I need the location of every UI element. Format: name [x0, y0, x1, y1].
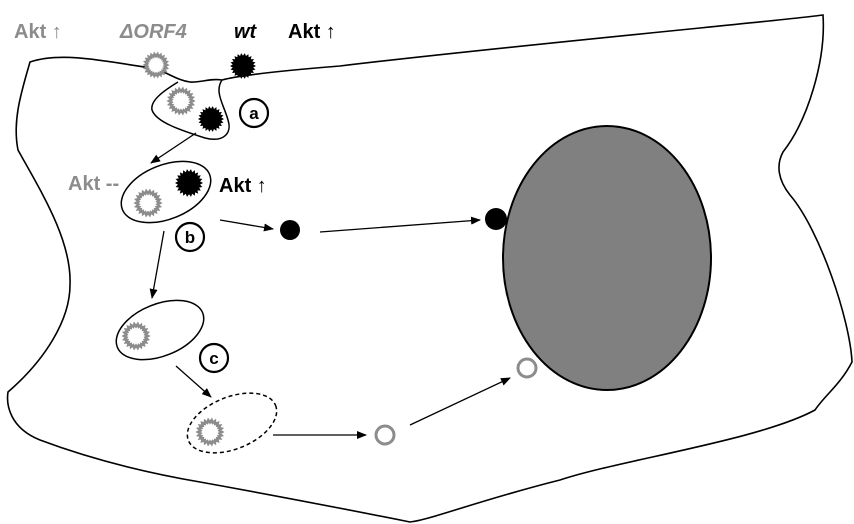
label-delta-orf4: ΔORF4	[119, 21, 187, 43]
arrow-cup-to-vacuole	[150, 132, 197, 164]
mutant-bacterium-dashed	[195, 417, 225, 447]
label-akt-up-black-mid: Akt ↑	[219, 175, 267, 197]
arrow-vacuole-to-particle	[219, 219, 274, 232]
wildtype-bacterium-vacuole-b	[175, 169, 203, 197]
wildtype-bacterium-shape	[175, 169, 203, 197]
phagocytic-cup	[151, 79, 230, 140]
step-b-marker: b	[174, 221, 206, 253]
arrow-vacuole-b-to-c	[149, 230, 165, 299]
svg-text:b: b	[185, 228, 195, 247]
degraded-vacuole	[186, 392, 278, 454]
wildtype-bacterium-shape	[230, 53, 256, 79]
label-akt-up-black-top: Akt ↑	[288, 21, 336, 43]
nucleus	[502, 125, 712, 391]
wildtype-particle-nucleus	[485, 208, 507, 230]
step-a-marker: a	[238, 97, 270, 129]
mutant-bacterium-vacuole-b	[133, 188, 163, 218]
label-wt: wt	[234, 21, 258, 43]
mutant-bacterium-shape	[142, 51, 170, 79]
arrow-particle-to-nucleus	[319, 216, 481, 233]
step-c-marker: c	[198, 342, 230, 374]
mutant-particle-cytoplasm	[374, 424, 396, 446]
mutant-bacterium-vacuole-c	[121, 321, 151, 351]
cell-membrane	[6, 14, 853, 523]
label-akt-dash: Akt --	[68, 173, 119, 195]
wildtype-particle-cytoplasm	[280, 220, 300, 240]
vacuole-b	[120, 160, 212, 224]
wildtype-bacterium-shape	[198, 106, 224, 132]
vacuole-c	[115, 299, 205, 361]
svg-text:c: c	[209, 349, 218, 368]
mutant-bacterium-shape	[133, 188, 163, 218]
mutant-bacterium-shape	[166, 86, 196, 116]
arrow-vacuole-c-to-dashed	[175, 365, 212, 398]
mutant-particle-nucleus	[516, 357, 538, 379]
mutant-bacterium-cup	[166, 86, 196, 116]
mutant-bacterium-shape	[195, 417, 225, 447]
arrow-particle-to-nucleus-grey	[409, 377, 511, 426]
wildtype-bacterium-cup	[198, 106, 224, 132]
wildtype-bacterium-outside	[230, 53, 256, 79]
mutant-bacterium-shape	[121, 321, 151, 351]
mutant-bacterium-outside	[142, 51, 170, 79]
svg-text:a: a	[249, 104, 259, 123]
label-akt-up-grey: Akt ↑	[14, 21, 62, 43]
